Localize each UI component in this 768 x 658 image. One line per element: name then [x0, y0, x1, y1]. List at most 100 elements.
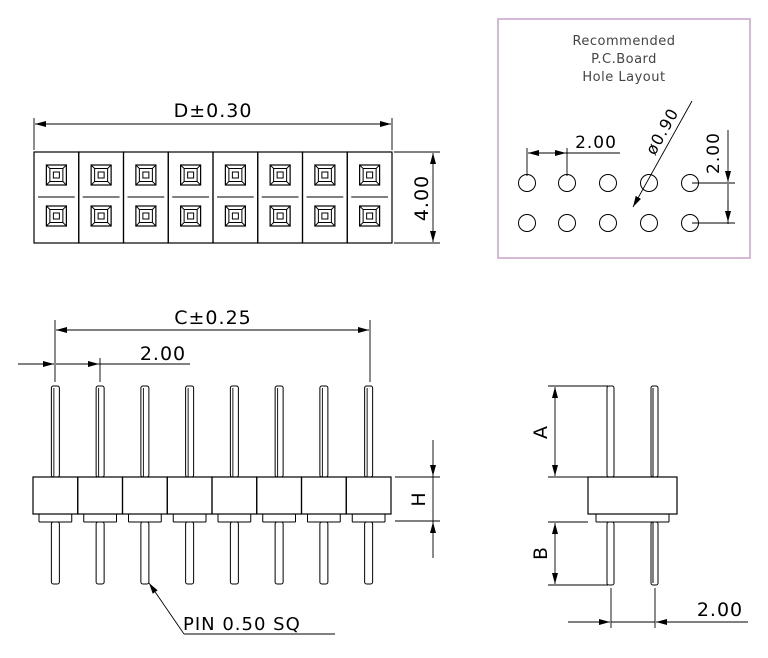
socket-pin-6-2 [276, 212, 284, 220]
socket-bevel-b-7-1 [331, 164, 336, 169]
socket-bevel-c-2-2 [90, 222, 95, 227]
socket-bevel-c-3-2 [135, 222, 140, 227]
front-pin-lower-1 [50, 521, 60, 585]
socket-mid-6-1 [273, 168, 288, 182]
socket-bevel-d-1-1 [62, 181, 67, 186]
pcb-layout-frame [497, 18, 751, 259]
socket-pin-1-2 [52, 212, 60, 220]
socket-bevel-c-7-2 [314, 222, 319, 227]
top-cell-3 [122, 151, 169, 244]
socket-outer-3-2 [135, 205, 157, 227]
front-insulator-7 [300, 476, 347, 515]
height-dimension-label: 4.00 [411, 175, 433, 221]
socket-bevel-d-2-1 [107, 181, 112, 186]
socket-bevel-d-5-1 [241, 181, 246, 186]
socket-bevel-b-2-1 [107, 164, 112, 169]
front-view: C±0.25 2.00 H PIN 0.50 SQ [18, 307, 440, 635]
side-insulator-body [587, 476, 678, 515]
socket-outer-4-1 [180, 164, 202, 186]
side-pitch-label: 2.00 [697, 599, 743, 621]
front-pin-lower-2 [95, 521, 105, 585]
socket-bevel-a-5-2 [225, 205, 230, 210]
socket-bevel-a-7-1 [314, 164, 319, 169]
socket-mid-2-1 [94, 168, 109, 182]
socket-bevel-d-7-2 [331, 222, 336, 227]
socket-bevel-a-2-2 [90, 205, 95, 210]
socket-bevel-b-1-2 [62, 205, 67, 210]
socket-bevel-a-8-1 [359, 164, 364, 169]
h-dimension-label: H [408, 491, 430, 506]
d-dimension-label: D±0.30 [174, 100, 253, 122]
front-insulator-8 [345, 476, 392, 515]
socket-pin-7-1 [321, 171, 329, 179]
top-cell-1 [33, 151, 80, 244]
socket-pin-8-1 [366, 171, 374, 179]
socket-pin-7-2 [321, 212, 329, 220]
socket-mid-1-1 [49, 168, 64, 182]
socket-bevel-b-8-1 [375, 164, 380, 169]
pcb-layout-panel: Recommended P.C.Board Hole Layout 2.00 ø… [497, 18, 751, 259]
front-body [32, 385, 392, 585]
socket-bevel-c-2-1 [90, 181, 95, 186]
socket-bevel-d-3-2 [152, 222, 157, 227]
socket-outer-1-1 [45, 164, 67, 186]
socket-bevel-b-4-2 [196, 205, 201, 210]
socket-bevel-c-8-2 [359, 222, 364, 227]
socket-outer-5-1 [224, 164, 246, 186]
socket-bevel-b-7-2 [331, 205, 336, 210]
pcb-hole-1-4 [640, 174, 658, 192]
socket-pin-4-2 [187, 212, 195, 220]
front-insulator-3 [121, 476, 168, 515]
socket-bevel-a-8-2 [359, 205, 364, 210]
socket-bevel-a-5-1 [225, 164, 230, 169]
front-pin-upper-4 [185, 385, 195, 478]
pcb-hole-2-3 [599, 214, 617, 232]
socket-bevel-a-3-1 [135, 164, 140, 169]
front-pin-upper-3 [140, 385, 150, 478]
pcb-hole-dia-label: ø0.90 [642, 105, 683, 158]
side-pin-1-upper [606, 385, 615, 478]
front-pin-lower-5 [229, 521, 239, 585]
front-pin-upper-5 [229, 385, 239, 478]
socket-bevel-c-1-1 [46, 181, 51, 186]
top-view: D±0.30 4.00 [33, 100, 440, 244]
socket-pin-6-1 [276, 171, 284, 179]
socket-bevel-b-5-1 [241, 164, 246, 169]
socket-bevel-a-6-1 [269, 164, 274, 169]
front-insulator-6 [256, 476, 303, 515]
front-pin-upper-1 [50, 385, 60, 478]
socket-bevel-a-2-1 [90, 164, 95, 169]
front-pin-upper-8 [364, 385, 374, 478]
socket-pin-8-2 [366, 212, 374, 220]
pcb-holes [518, 174, 699, 232]
socket-bevel-d-5-2 [241, 222, 246, 227]
socket-bevel-d-6-1 [286, 181, 291, 186]
top-cell-5 [212, 151, 259, 244]
pcb-hole-2-5 [681, 214, 699, 232]
pcb-hole-1-1 [518, 174, 536, 192]
socket-pin-1-1 [52, 171, 60, 179]
socket-bevel-a-4-1 [180, 164, 185, 169]
b-dimension-label: B [530, 546, 552, 560]
socket-outer-3-1 [135, 164, 157, 186]
socket-bevel-c-4-1 [180, 181, 185, 186]
socket-outer-2-1 [90, 164, 112, 186]
socket-bevel-c-4-2 [180, 222, 185, 227]
socket-bevel-c-1-2 [46, 222, 51, 227]
socket-bevel-b-2-2 [107, 205, 112, 210]
socket-bevel-d-3-1 [152, 181, 157, 186]
socket-mid-1-2 [49, 209, 64, 223]
pcb-hole-2-4 [640, 214, 658, 232]
socket-outer-6-1 [269, 164, 291, 186]
c-dimension-label: C±0.25 [174, 307, 252, 329]
socket-bevel-d-4-1 [196, 181, 201, 186]
pcb-hole-2-2 [558, 214, 576, 232]
socket-bevel-c-7-1 [314, 181, 319, 186]
socket-mid-4-1 [183, 168, 198, 182]
socket-pin-3-2 [142, 212, 150, 220]
socket-mid-7-2 [317, 209, 332, 223]
a-dimension-label: A [530, 425, 552, 439]
pcb-pitch-y-label: 2.00 [704, 132, 724, 174]
pcb-hole-1-3 [599, 174, 617, 192]
